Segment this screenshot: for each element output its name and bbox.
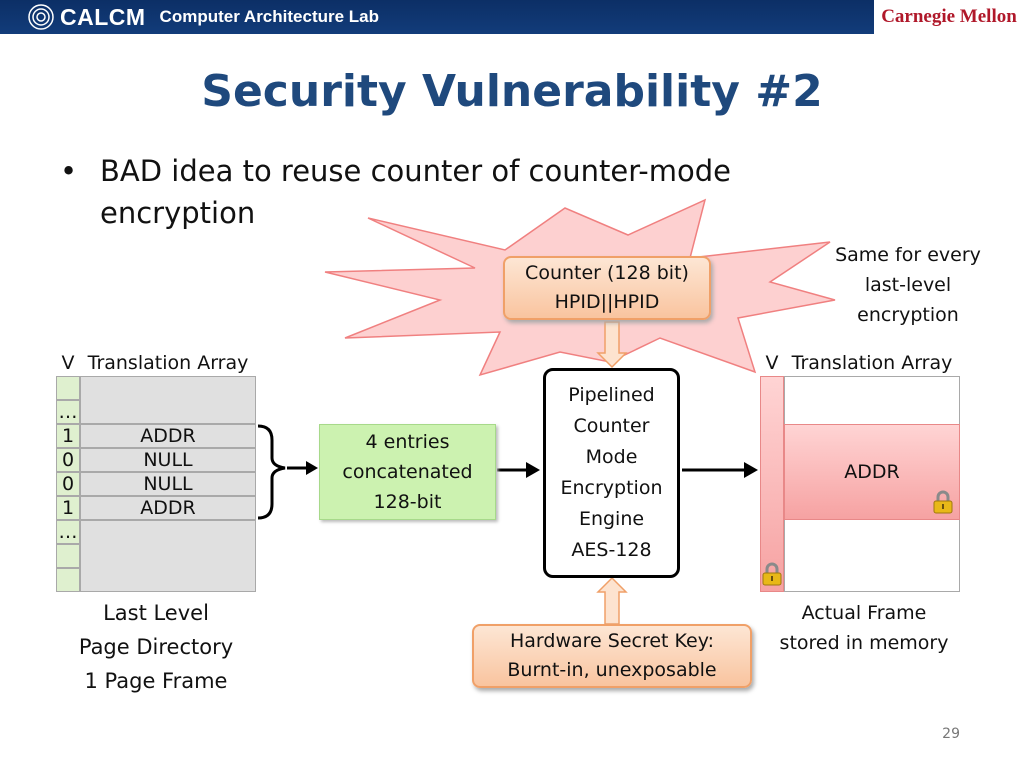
hardware-key-box: Hardware Secret Key: Burnt-in, unexposab… <box>472 624 752 688</box>
left-t-row-1: ADDR <box>80 424 256 448</box>
left-table-caption: Last Level Page Directory 1 Page Frame <box>56 596 256 698</box>
left-t-header: Translation Array <box>87 352 249 374</box>
left-v-header: V <box>61 352 75 374</box>
concat-line-2: concatenated <box>342 461 473 483</box>
left-v-row-3: 0 <box>56 472 80 496</box>
arrow-to-engine-head <box>526 462 540 478</box>
logo-text: CALCM <box>60 3 146 30</box>
left-t-row-3: NULL <box>80 472 256 496</box>
right-addr-cell: ADDR <box>784 424 960 520</box>
concat-line-3: 128-bit <box>373 491 442 513</box>
engine-line-4: Encryption <box>560 477 663 499</box>
left-v-row-1: 1 <box>56 424 80 448</box>
engine-line-6: AES-128 <box>571 539 652 561</box>
lock-icon <box>933 490 953 514</box>
encryption-engine-box: Pipelined Counter Mode Encryption Engine… <box>543 368 680 578</box>
counter-line-2: HPID||HPID <box>554 291 660 313</box>
brace-shape <box>257 424 286 520</box>
right-caption-line-1: Actual Frame <box>801 602 927 624</box>
left-t-row-2: NULL <box>80 448 256 472</box>
same-note: Same for every last-level encryption <box>820 240 996 330</box>
engine-line-2: Counter <box>573 415 650 437</box>
calcm-emblem-icon <box>28 4 54 30</box>
right-table-caption: Actual Frame stored in memory <box>764 598 964 658</box>
left-v-ellipsis-top: … <box>56 400 80 424</box>
arrow-concat-head <box>306 461 318 475</box>
header-bar <box>0 0 1024 34</box>
left-caption-line-3: 1 Page Frame <box>84 669 228 693</box>
concat-line-1: 4 entries <box>365 431 450 453</box>
same-note-line-2: last-level <box>864 274 952 296</box>
left-v-cell <box>56 568 80 592</box>
left-t-row-4: ADDR <box>80 496 256 520</box>
left-caption-line-1: Last Level <box>103 601 209 625</box>
same-note-line-3: encryption <box>857 304 959 326</box>
same-note-line-1: Same for every <box>835 244 981 266</box>
lab-name: Computer Architecture Lab <box>159 7 380 26</box>
left-v-cell <box>56 376 80 400</box>
bullet-text: BAD idea to reuse counter of counter-mod… <box>100 154 731 230</box>
right-v-header: V <box>765 352 779 374</box>
left-v-cell <box>56 544 80 568</box>
left-t-block-bottom <box>80 520 256 592</box>
concat-box: 4 entries concatenated 128-bit <box>319 424 496 520</box>
left-v-row-4: 1 <box>56 496 80 520</box>
right-caption-line-2: stored in memory <box>779 632 949 654</box>
key-to-engine-arrow <box>596 576 628 625</box>
counter-line-1: Counter (128 bit) <box>525 262 689 284</box>
calcm-logo: CALCM Computer Architecture Lab <box>28 2 379 32</box>
engine-line-1: Pipelined <box>568 384 655 406</box>
page-number: 29 <box>942 726 960 742</box>
lock-icon <box>762 562 782 586</box>
right-v-column <box>760 376 784 592</box>
key-line-2: Burnt-in, unexposable <box>507 659 717 681</box>
engine-line-3: Mode <box>585 446 638 468</box>
left-v-row-2: 0 <box>56 448 80 472</box>
left-caption-line-2: Page Directory <box>78 635 234 659</box>
right-t-header: Translation Array <box>791 352 953 374</box>
key-line-1: Hardware Secret Key: <box>509 630 714 652</box>
bullet-dot-icon: • <box>60 154 78 188</box>
counter-to-engine-arrow <box>596 321 628 369</box>
counter-box: Counter (128 bit) HPID||HPID <box>503 256 711 320</box>
slide-title: Security Vulnerability #2 <box>201 66 823 117</box>
engine-line-5: Engine <box>578 508 645 530</box>
left-t-block-top <box>80 376 256 424</box>
left-v-ellipsis-bottom: … <box>56 520 80 544</box>
university-logo: Carnegie Mellon <box>874 0 1024 34</box>
arrow-to-frame-head <box>744 462 758 478</box>
